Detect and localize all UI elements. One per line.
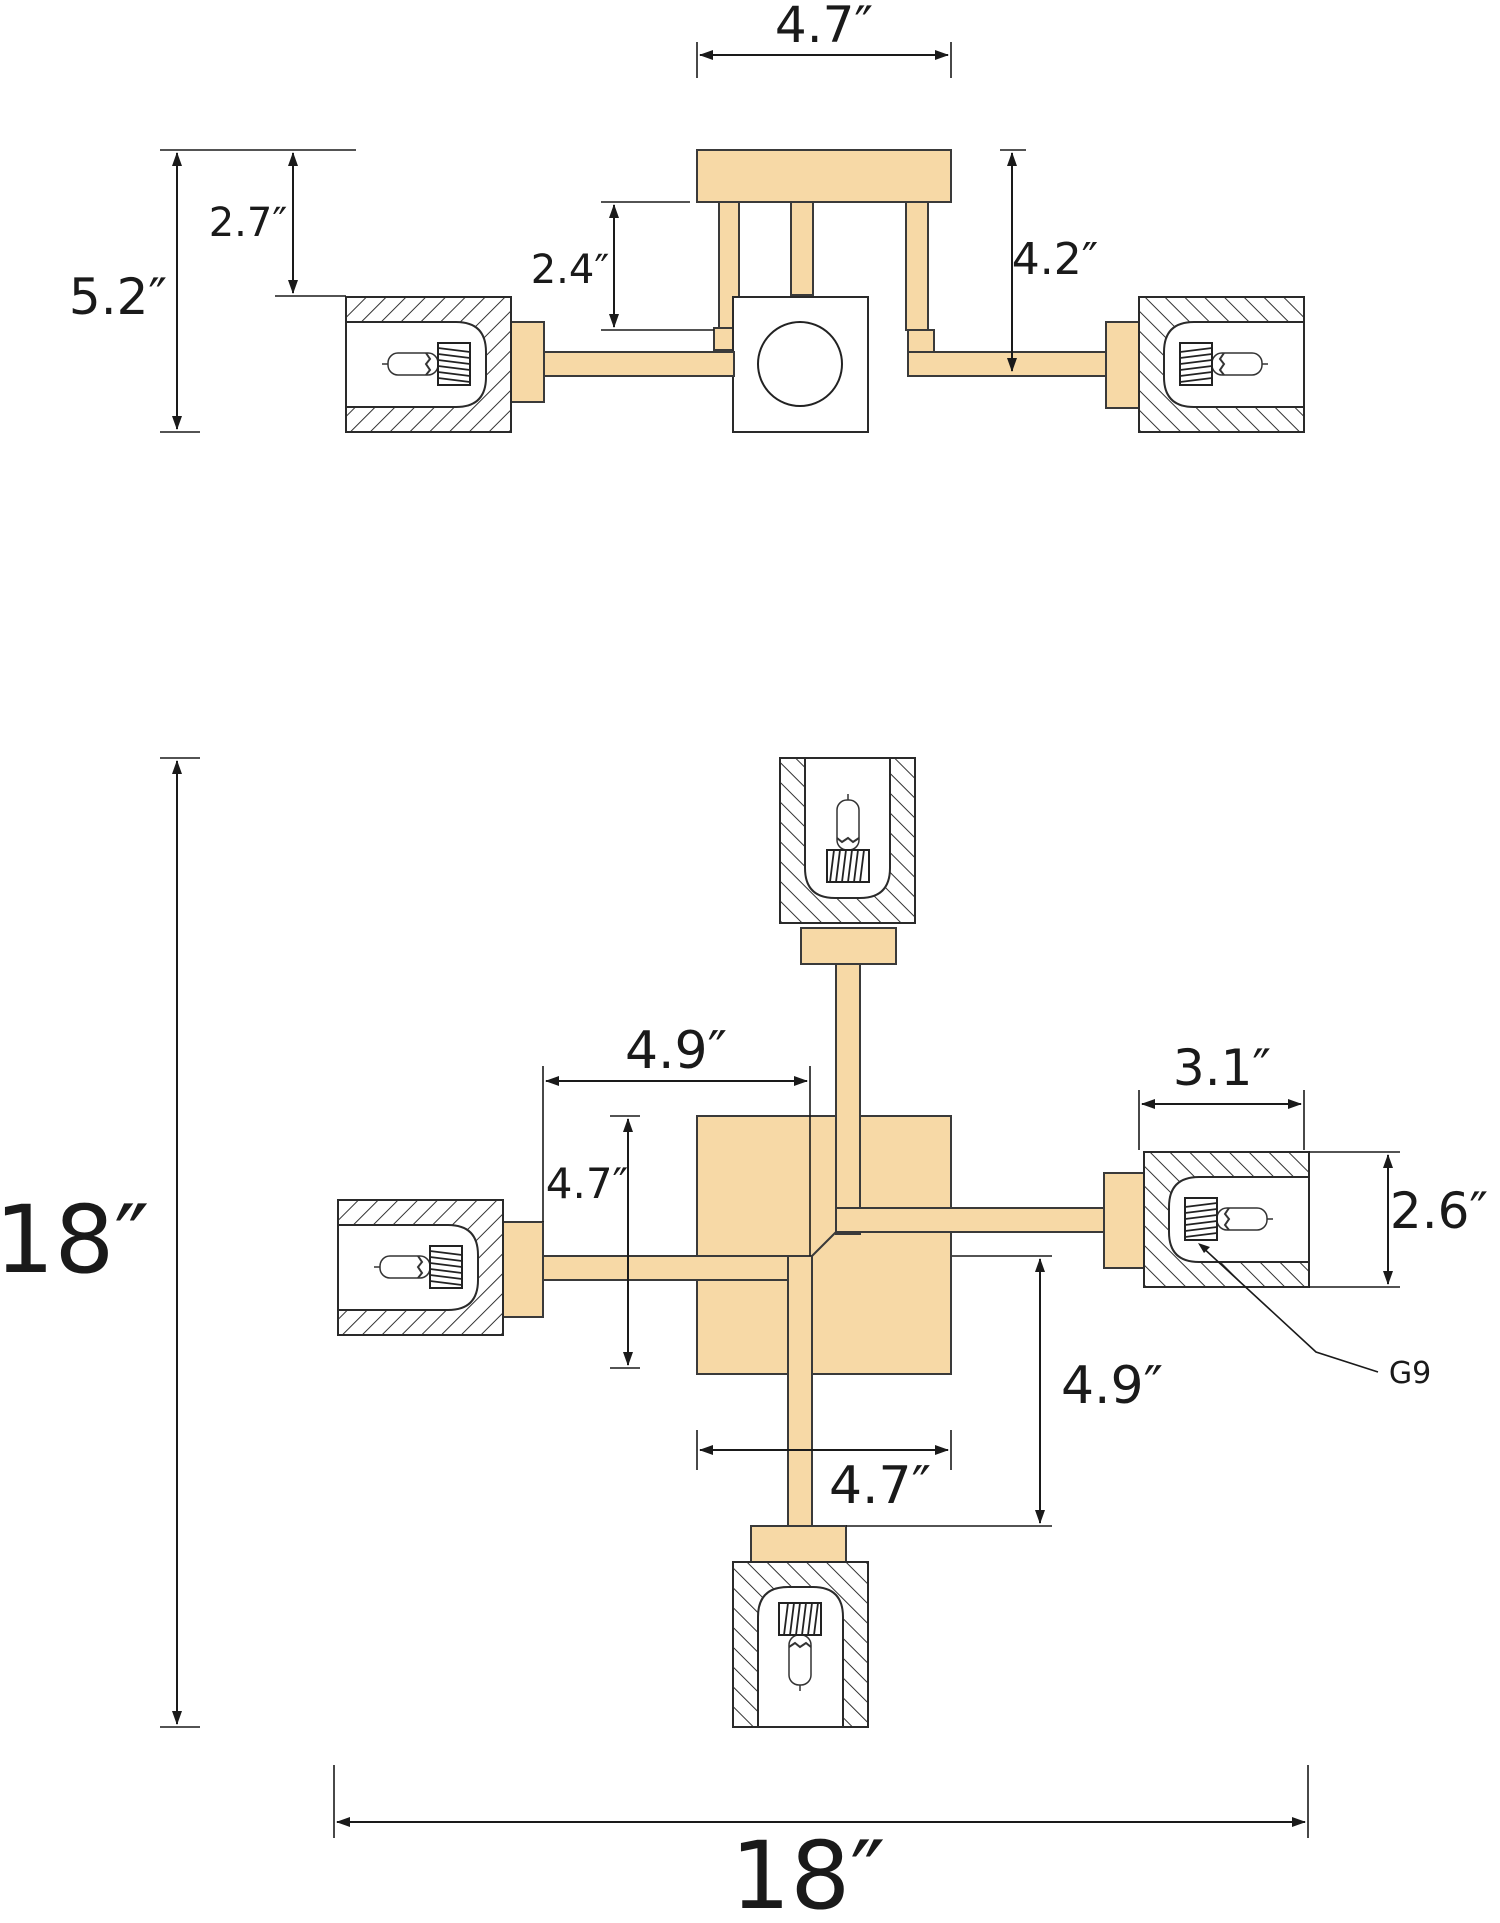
top-shade-left: [337, 1199, 504, 1336]
top-shade-right: [1143, 1151, 1310, 1288]
side-canopy: [696, 149, 952, 203]
side-dim-overall-height: 5.2″: [69, 268, 167, 326]
top-arm-right: [835, 1207, 1105, 1233]
side-center-shade-opening: [757, 321, 843, 407]
top-dim-overall-width: 18″: [731, 1822, 886, 1923]
side-dim-arm-drop: 4.2″: [1012, 234, 1098, 285]
side-stem-center: [790, 201, 814, 296]
side-shade-left: [345, 296, 512, 433]
top-dim-arm-offset-width: 4.9″: [625, 1021, 727, 1081]
side-arm-right: [907, 351, 1109, 377]
top-view: 18″ 18″ 4.9″ 4.7″ 3.1″ 2.6″ 4.9″: [0, 757, 1488, 1923]
top-dim-overall-height: 18″: [0, 1186, 149, 1295]
top-collar-down: [750, 1525, 847, 1563]
side-collar-right: [1105, 321, 1140, 409]
top-arm-left: [542, 1255, 789, 1281]
bulb-type-label: G9: [1389, 1356, 1431, 1391]
side-dim-canopy-width: 4.7″: [775, 0, 873, 54]
top-dim-canopy-height: 4.7″: [546, 1159, 628, 1208]
side-dim-stem-height: 2.4″: [531, 247, 610, 293]
top-arm-down: [787, 1255, 813, 1527]
top-collar-up: [800, 927, 897, 965]
g9-leader: [1199, 1244, 1379, 1373]
top-collar-right: [1103, 1172, 1145, 1269]
top-shade-up: [779, 757, 916, 924]
top-arm-up: [835, 963, 861, 1235]
top-dim-shade-length: 3.1″: [1173, 1039, 1271, 1097]
top-shade-down: [732, 1561, 869, 1728]
side-view: 4.7″ 5.2″ 2.7″ 2.4″ 4.2″: [69, 0, 1305, 433]
side-joint-right: [907, 329, 935, 353]
side-arm-left: [543, 351, 735, 377]
side-joint-left: [713, 327, 735, 351]
side-stem-right: [905, 201, 929, 331]
top-dim-canopy-width: 4.7″: [829, 1456, 931, 1516]
top-dim-arm-offset-height: 4.9″: [1061, 1356, 1163, 1416]
top-dim-shade-height: 2.6″: [1390, 1182, 1488, 1240]
top-collar-left: [502, 1221, 544, 1318]
side-dim-shade-drop: 2.7″: [209, 200, 288, 246]
side-shade-right: [1138, 296, 1305, 433]
side-collar-left: [510, 321, 545, 403]
